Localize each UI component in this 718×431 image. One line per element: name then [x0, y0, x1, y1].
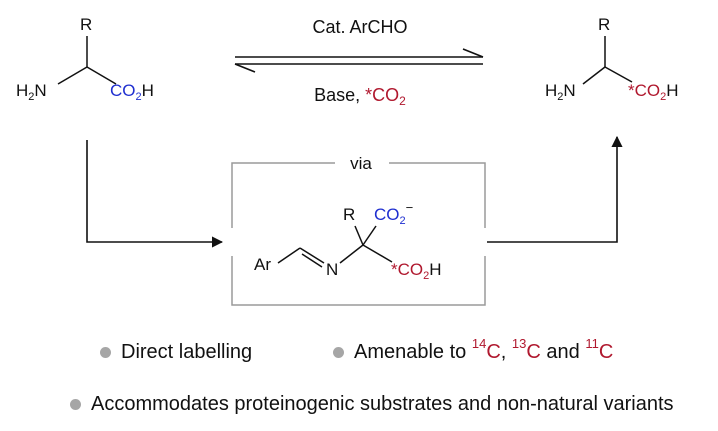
imine-double-bond — [301, 253, 323, 268]
bond — [582, 66, 606, 85]
imine-intermediate: Ar N R CO2− *CO2H — [254, 200, 442, 282]
bond — [354, 225, 364, 246]
path-arrow-into-intermediate — [86, 140, 224, 248]
intermediate-box — [231, 162, 486, 306]
carboxylate-label: CO2− — [374, 200, 413, 227]
labelled-carboxylic-acid-label: *CO2H — [391, 260, 442, 282]
bond — [86, 66, 117, 85]
bond — [362, 244, 393, 263]
forward-arrow-half-head — [462, 48, 484, 58]
r-group-label: R — [80, 15, 92, 34]
carboxylic-acid-label: CO2H — [110, 81, 154, 103]
amine-label: H2N — [545, 81, 576, 103]
labelled-carboxylic-acid-label: *CO2H — [628, 81, 679, 103]
imine-double-bond — [299, 247, 325, 264]
reverse-arrow-half-head — [234, 63, 256, 73]
labelled-amino-acid: R H2N *CO2H — [545, 15, 679, 103]
path-arrow-to-product — [487, 135, 623, 243]
box-frame-bottom — [231, 256, 486, 306]
starting-amino-acid: R H2N CO2H — [16, 15, 154, 103]
reverse-conditions: Base, *CO2 — [314, 85, 406, 108]
box-frame-top-left — [231, 162, 335, 228]
bond — [362, 225, 377, 246]
equilibrium-arrows — [234, 48, 484, 73]
bond — [339, 244, 364, 264]
imine-nitrogen-label: N — [326, 260, 338, 279]
aryl-label: Ar — [254, 255, 271, 274]
r-group-label: R — [343, 205, 355, 224]
box-frame-top-right — [389, 162, 486, 228]
bond — [57, 66, 88, 85]
forward-conditions: Cat. ArCHO — [312, 17, 407, 37]
bond — [277, 247, 301, 264]
bond — [604, 66, 633, 83]
via-label: via — [350, 154, 372, 173]
amine-label: H2N — [16, 81, 47, 103]
r-group-label: R — [598, 15, 610, 34]
